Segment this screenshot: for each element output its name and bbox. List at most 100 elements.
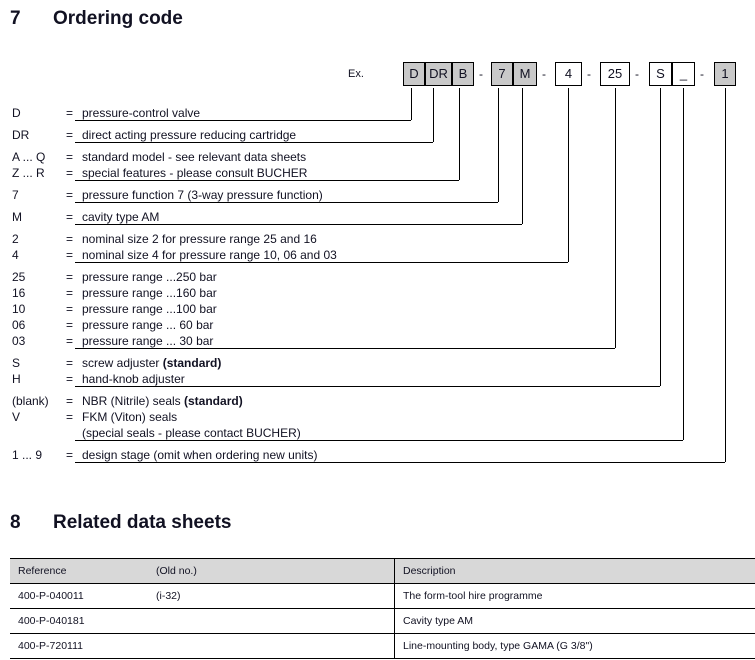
legend-row-14: H=hand-knob adjuster <box>0 372 755 388</box>
leader-line-vertical-3 <box>498 88 499 202</box>
legend-text-8: pressure range ...250 bar <box>82 270 217 284</box>
cell-reference: 400-P-040011 <box>10 583 148 609</box>
legend-equals-6: = <box>66 232 74 246</box>
code-box-5[interactable]: 4 <box>555 62 582 86</box>
leader-line-horizontal-0 <box>75 120 411 121</box>
legend-text-17: (special seals - please contact BUCHER) <box>82 426 301 440</box>
legend-code-6: 2 <box>12 232 19 246</box>
code-box-2[interactable]: B <box>452 62 474 86</box>
leader-line-vertical-9 <box>725 88 726 462</box>
code-box-0[interactable]: D <box>403 62 425 86</box>
code-separator-3: - <box>635 67 639 81</box>
section-title-7: Ordering code <box>53 8 183 29</box>
legend-text-18: design stage (omit when ordering new uni… <box>82 448 318 462</box>
leader-line-horizontal-9 <box>75 462 725 463</box>
code-box-4[interactable]: M <box>513 62 537 86</box>
example-label: Ex. <box>348 68 364 80</box>
legend-equals-15: = <box>66 394 74 408</box>
legend-equals-4: = <box>66 188 74 202</box>
legend-row-8: 25=pressure range ...250 bar <box>0 270 755 286</box>
leader-line-horizontal-3 <box>75 202 498 203</box>
legend-equals-11: = <box>66 318 74 332</box>
cell-description: Line-mounting body, type GAMA (G 3/8") <box>394 633 755 659</box>
code-box-9[interactable]: 1 <box>714 62 736 86</box>
legend-equals-5: = <box>66 210 74 224</box>
table-header-row: Reference (Old no.) Description <box>10 558 755 584</box>
leader-line-horizontal-4 <box>75 224 522 225</box>
legend-text-0: pressure-control valve <box>82 106 201 120</box>
page-title-ordering-code: 7 Ordering code <box>10 8 183 30</box>
code-box-3[interactable]: 7 <box>491 62 513 86</box>
leader-line-vertical-5 <box>568 88 569 262</box>
legend-row-2: A ... Q=standard model - see relevant da… <box>0 150 755 166</box>
legend-equals-7: = <box>66 248 74 262</box>
legend-code-13: S <box>12 356 21 370</box>
cell-description: The form-tool hire programme <box>394 583 755 609</box>
legend-row-1: DR=direct acting pressure reducing cartr… <box>0 128 755 144</box>
legend-code-7: 4 <box>12 248 19 262</box>
legend-equals-13: = <box>66 356 74 370</box>
column-header-old-no: (Old no.) <box>148 558 395 584</box>
legend-code-5: M <box>12 210 22 224</box>
cell-description: Cavity type AM <box>394 608 755 634</box>
legend-row-18: 1 ... 9=design stage (omit when ordering… <box>0 448 755 464</box>
leader-line-vertical-2 <box>459 88 460 180</box>
legend-row-0: D=pressure-control valve <box>0 106 755 122</box>
leader-line-vertical-0 <box>411 88 412 120</box>
legend-code-10: 10 <box>12 302 26 316</box>
legend-code-3: Z ... R <box>12 166 45 180</box>
code-separator-2: - <box>587 67 591 81</box>
legend-code-9: 16 <box>12 286 26 300</box>
section-number-8: 8 <box>10 512 21 533</box>
legend-text-6: nominal size 2 for pressure range 25 and… <box>82 232 317 246</box>
legend-equals-1: = <box>66 128 74 142</box>
leader-line-horizontal-7 <box>75 386 660 387</box>
legend-equals-10: = <box>66 302 74 316</box>
leader-line-vertical-7 <box>660 88 661 386</box>
leader-line-vertical-4 <box>522 88 523 224</box>
legend-row-13: S=screw adjuster (standard) <box>0 356 755 372</box>
code-box-8[interactable]: _ <box>672 62 695 86</box>
legend-row-15: (blank)=NBR (Nitrile) seals (standard) <box>0 394 755 410</box>
legend-text-2: standard model - see relevant data sheet… <box>82 150 307 164</box>
legend-row-7: 4=nominal size 4 for pressure range 10, … <box>0 248 755 264</box>
code-box-6[interactable]: 25 <box>600 62 630 86</box>
legend-row-5: M=cavity type AM <box>0 210 755 226</box>
legend-code-11: 06 <box>12 318 26 332</box>
legend-text-9: pressure range ...160 bar <box>82 286 217 300</box>
legend-equals-3: = <box>66 166 74 180</box>
legend-row-3: Z ... R = special features - please consul… <box>0 166 755 182</box>
legend-equals-2: = <box>66 150 74 164</box>
legend-code-18: 1 ... 9 <box>12 448 43 462</box>
legend-code-14: H <box>12 372 21 386</box>
legend-equals-9: = <box>66 286 74 300</box>
legend-text-12: pressure range ... 30 bar <box>82 334 214 348</box>
legend-code-1: DR <box>12 128 30 142</box>
code-separator-1: - <box>542 67 546 81</box>
code-separator-0: - <box>479 67 483 81</box>
leader-line-horizontal-1 <box>75 142 433 143</box>
legend-text-16: FKM (Viton) seals <box>82 410 178 424</box>
table-row[interactable]: 400-P-040011(i-32)The form-tool hire pro… <box>10 583 755 609</box>
column-header-description: Description <box>394 558 755 584</box>
leader-line-vertical-8 <box>683 88 684 440</box>
code-box-1[interactable]: DR <box>425 62 452 86</box>
legend-text-11: pressure range ... 60 bar <box>82 318 214 332</box>
legend-code-4: 7 <box>12 188 19 202</box>
legend-text-10: pressure range ...100 bar <box>82 302 217 316</box>
legend-row-11: 06 = pressure range ... 60 bar <box>0 318 755 334</box>
legend-text-3: special features - please consult BUCHER <box>82 166 308 180</box>
code-box-7[interactable]: S <box>649 62 672 86</box>
legend-code-15: (blank) <box>12 394 49 408</box>
leader-line-horizontal-8 <box>75 440 683 441</box>
legend-equals-16: = <box>66 410 74 424</box>
column-header-reference: Reference <box>10 558 148 584</box>
legend-text-14: hand-knob adjuster <box>82 372 185 386</box>
legend-code-0: D <box>12 106 21 120</box>
legend-row-6: 2 = nominal size 2 for pressure range 25 a… <box>0 232 755 248</box>
section-number-7: 7 <box>10 8 21 29</box>
legend-code-16: V <box>12 410 21 424</box>
